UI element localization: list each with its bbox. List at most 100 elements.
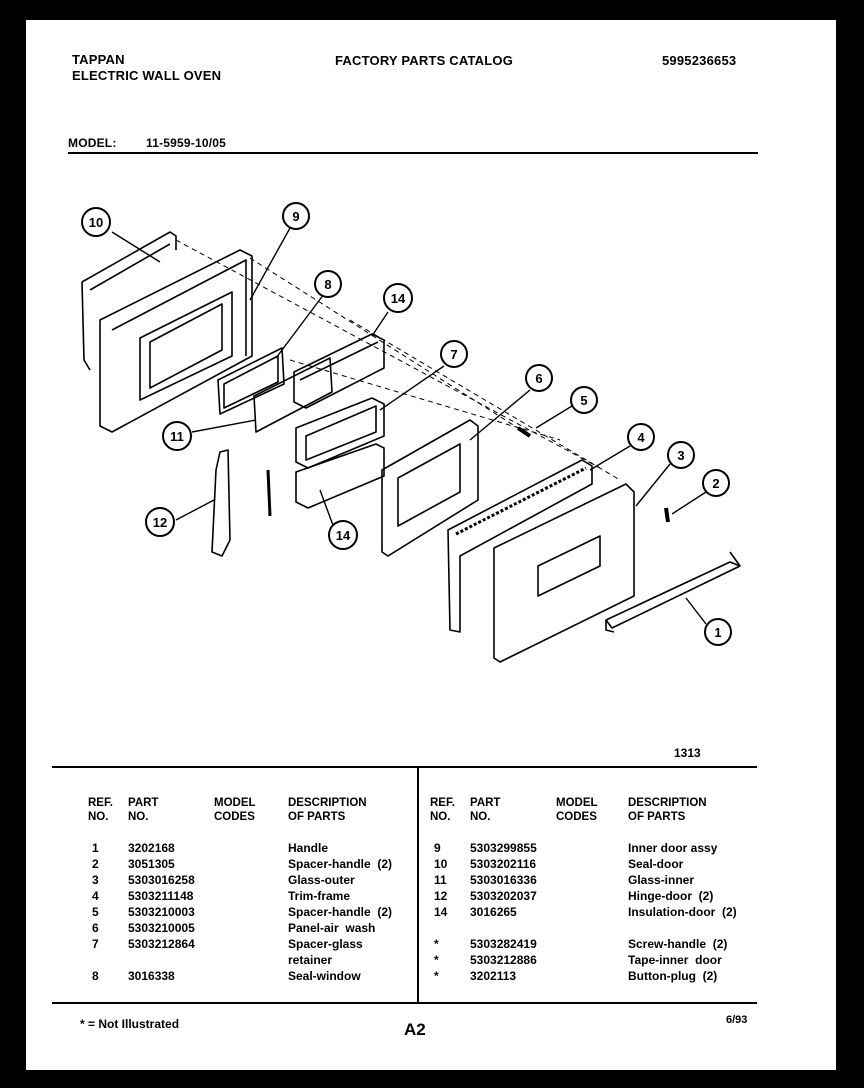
svg-text:8: 8 <box>324 277 331 292</box>
table-cell-part: 5303016258 <box>128 873 195 887</box>
leader-lines <box>111 227 707 625</box>
header-ref-left: REF. NO. <box>88 797 113 823</box>
table-cell-desc: Spacer-handle (2) <box>288 905 393 919</box>
table-cell-ref: 7 <box>92 937 99 951</box>
table-cell-ref: 1 <box>92 841 99 855</box>
svg-text:12: 12 <box>153 515 167 530</box>
callout-4: 4 <box>627 423 655 451</box>
inner-door-part <box>99 249 253 433</box>
callout-1: 1 <box>704 618 732 646</box>
table-cell-ref: * <box>434 953 439 967</box>
table-cell-part: 5303299855 <box>470 841 537 855</box>
table-cell-desc: Glass-outer <box>288 873 355 887</box>
svg-text:9: 9 <box>292 209 299 224</box>
table-cell-ref: 8 <box>92 969 99 983</box>
callout-10: 10 <box>81 207 111 237</box>
table-cell-desc: Glass-inner <box>628 873 695 887</box>
table-cell-ref: 10 <box>434 857 448 871</box>
page-number: A2 <box>404 1020 426 1039</box>
callout-2: 2 <box>702 469 730 497</box>
table-cell-part: 5303202116 <box>470 857 537 871</box>
table-cell-part: 3202113 <box>470 969 517 983</box>
table-cell-desc: Tape-inner door <box>628 953 722 967</box>
brand-name: TAPPAN <box>72 52 125 67</box>
table-cell-ref: 12 <box>434 889 448 903</box>
callout-14-lower: 14 <box>328 520 358 550</box>
trim-frame-part <box>447 459 593 633</box>
table-cell-ref: 2 <box>92 857 99 871</box>
table-cell-ref: 3 <box>92 873 99 887</box>
handle-part <box>605 551 741 633</box>
seal-window-part <box>217 347 285 415</box>
table-cell-ref: 4 <box>92 889 99 903</box>
table-cell-desc: Handle <box>288 841 329 855</box>
svg-text:7: 7 <box>450 347 457 362</box>
svg-text:4: 4 <box>637 430 645 445</box>
svg-text:11: 11 <box>170 429 184 444</box>
header-desc-left: DESCRIPTION OF PARTS <box>288 797 367 823</box>
table-cell-part: 5303211148 <box>128 889 194 903</box>
table-cell-ref: 14 <box>434 905 448 919</box>
header-rule <box>68 152 758 154</box>
svg-text:10: 10 <box>89 215 103 230</box>
svg-text:14: 14 <box>336 528 351 543</box>
glass-outer-part <box>493 483 635 663</box>
callout-3: 3 <box>667 441 695 469</box>
header-part-right: PART NO. <box>470 797 501 823</box>
parts-table: REF. NO. PART NO. MODEL CODES DESCRIPTIO… <box>52 766 757 1004</box>
table-cell-desc: Spacer-glass <box>288 937 363 951</box>
table-divider <box>417 768 419 1002</box>
table-cell-part: 5303212886 <box>470 953 537 967</box>
table-cell-ref: * <box>434 937 439 951</box>
callout-5: 5 <box>570 386 598 414</box>
callout-14-upper: 14 <box>383 283 413 313</box>
table-cell-desc: Trim-frame <box>288 889 351 903</box>
model-number: 11-5959-10/05 <box>146 136 227 150</box>
callout-9: 9 <box>282 202 310 230</box>
table-cell-ref: 11 <box>434 873 447 887</box>
table-cell-ref: * <box>434 969 439 983</box>
svg-text:14: 14 <box>391 291 406 306</box>
figure-number: 1313 <box>674 746 701 760</box>
table-cell-part: 3016265 <box>470 905 517 919</box>
header-ref-right: REF. NO. <box>430 797 455 823</box>
header-model-left: MODEL CODES <box>214 797 256 823</box>
callout-6: 6 <box>525 364 553 392</box>
header-model-right: MODEL CODES <box>556 797 598 823</box>
header-desc-right: DESCRIPTION OF PARTS <box>628 797 707 823</box>
table-cell-part: 5303210003 <box>128 905 195 919</box>
print-date: 6/93 <box>726 1014 748 1026</box>
table-cell-desc: Inner door assy <box>628 841 718 855</box>
table-cell-desc: Hinge-door (2) <box>628 889 714 903</box>
alignment-lines <box>175 239 621 481</box>
callout-7: 7 <box>440 340 468 368</box>
table-cell-part: 5303282419 <box>470 937 537 951</box>
table-cell-part: 3202168 <box>128 841 175 855</box>
table-cell-part: 3051305 <box>128 857 175 871</box>
table-cell-desc: Insulation-door (2) <box>628 905 737 919</box>
header-part-left: PART NO. <box>128 797 159 823</box>
table-cell-desc: Seal-door <box>628 857 684 871</box>
table-cell-ref: 5 <box>92 905 99 919</box>
catalog-page <box>26 20 836 1070</box>
table-cell-part: 5303212864 <box>128 937 195 951</box>
table-cell-ref: 6 <box>92 921 99 935</box>
catalog-number: 5995236653 <box>662 53 737 68</box>
table-cell-desc: Panel-air wash <box>288 921 376 935</box>
table-cell-part: 3016338 <box>128 969 175 983</box>
svg-text:2: 2 <box>712 476 719 491</box>
table-cell-part: 5303202037 <box>470 889 537 903</box>
table-cell-ref: 9 <box>434 841 441 855</box>
table-cell-desc: Screw-handle (2) <box>628 937 728 951</box>
svg-text:1: 1 <box>714 625 721 640</box>
table-cell-desc: retainer <box>288 953 333 967</box>
svg-text:6: 6 <box>535 371 542 386</box>
callout-12: 12 <box>145 507 175 537</box>
table-cell-desc: Seal-window <box>288 969 361 983</box>
spacer-glass-part <box>295 397 385 509</box>
seal-door-part <box>81 231 177 371</box>
table-cell-desc: Spacer-handle (2) <box>288 857 393 871</box>
catalog-title: FACTORY PARTS CATALOG <box>335 53 514 68</box>
not-illustrated-note: * = Not Illustrated <box>80 1017 180 1031</box>
